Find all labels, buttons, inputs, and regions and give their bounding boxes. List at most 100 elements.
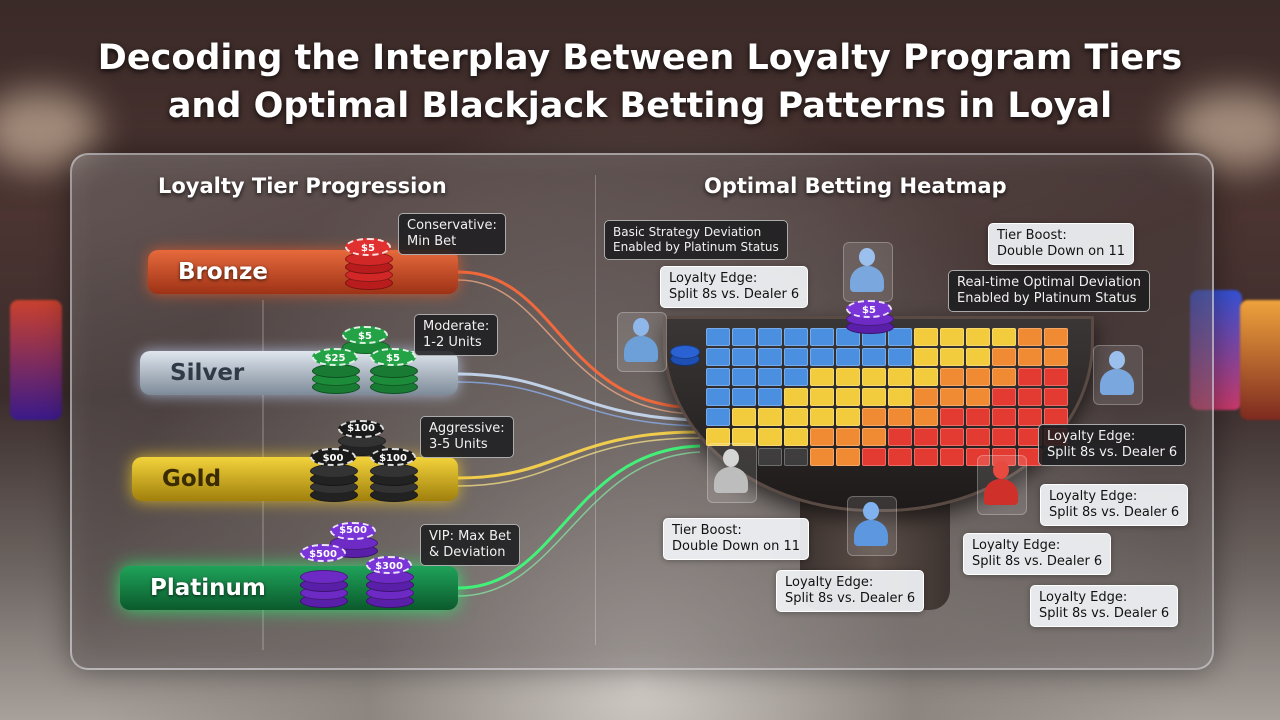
- flow-line-gold: [457, 430, 701, 480]
- chip-label-gold-0: $100: [347, 423, 375, 434]
- callout-gold: Aggressive: 3-5 Units: [420, 416, 514, 458]
- heatmap-cell: [940, 408, 964, 426]
- heatmap-cell: [1018, 388, 1042, 406]
- heatmap-cell: [992, 368, 1016, 386]
- heatmap-cell: [888, 448, 912, 466]
- heatmap-cell: [706, 348, 730, 366]
- callout-bronze: Conservative: Min Bet: [398, 213, 506, 255]
- heatmap-cell: [784, 408, 808, 426]
- heatmap-cell: [1018, 408, 1042, 426]
- chip-label-silver-1: $5: [342, 326, 388, 344]
- flow-line-platinum: [457, 444, 701, 590]
- heatmap-cell: [940, 368, 964, 386]
- heatmap-cell: [914, 428, 938, 446]
- heatmap-cell: [940, 348, 964, 366]
- left-section-title: Loyalty Tier Progression: [158, 174, 447, 198]
- chip-label-table-purple: $5: [846, 300, 892, 318]
- heatmap-cell: [914, 408, 938, 426]
- player-icon-bottom: [854, 502, 888, 546]
- heatmap-cell: [966, 428, 990, 446]
- heatmap-cell: [940, 328, 964, 346]
- heatmap-cell: [732, 328, 756, 346]
- callout-loyalty-edge-bottom-right: Loyalty Edge: Split 8s vs. Dealer 6: [1030, 585, 1179, 627]
- heatmap-cell: [1018, 428, 1042, 446]
- title-line-1: Decoding the Interplay Between Loyalty P…: [97, 38, 1183, 78]
- heatmap-cell: [888, 348, 912, 366]
- heatmap-cell: [706, 428, 730, 446]
- heatmap-cell: [810, 328, 834, 346]
- chip-label-gold-1: $00: [310, 448, 356, 466]
- heatmap-cell: [836, 428, 860, 446]
- heatmap-cell: [966, 368, 990, 386]
- heatmap-cell: [758, 368, 782, 386]
- callout-loyalty-edge-right: Loyalty Edge: Split 8s vs. Dealer 6: [1038, 424, 1187, 466]
- chip-label-bronze: $5: [345, 238, 391, 256]
- callout-silver: Moderate: 1-2 Units: [414, 314, 499, 356]
- callout-loyalty-edge-mid: Loyalty Edge: Split 8s vs. Dealer 6: [963, 533, 1112, 575]
- heatmap-cell: [784, 368, 808, 386]
- heatmap-cell: [784, 428, 808, 446]
- heatmap-cell: [992, 428, 1016, 446]
- heatmap-cell: [732, 408, 756, 426]
- callout-loyalty-edge-top: Loyalty Edge: Split 8s vs. Dealer 6: [660, 266, 809, 308]
- chip-label-gold-2: $100: [370, 448, 416, 466]
- heatmap-cell: [732, 348, 756, 366]
- heatmap-cell: [836, 328, 860, 346]
- flow-line-gold-2: [457, 437, 701, 487]
- flow-line-silver: [457, 372, 701, 422]
- page-title: Decoding the Interplay Between Loyalty P…: [0, 34, 1280, 130]
- heatmap-cell: [836, 408, 860, 426]
- heatmap-cell: [706, 408, 730, 426]
- player-icon-grey: [714, 449, 748, 493]
- heatmap-cell: [888, 388, 912, 406]
- heatmap-cell: [940, 428, 964, 446]
- heatmap-cell: [784, 448, 808, 466]
- heatmap-cell: [966, 328, 990, 346]
- heatmap-cell: [732, 368, 756, 386]
- heatmap-cell: [888, 408, 912, 426]
- heatmap-cell: [862, 448, 886, 466]
- heatmap-cell: [758, 348, 782, 366]
- heatmap-cell: [992, 348, 1016, 366]
- heatmap-cell: [758, 328, 782, 346]
- heatmap-cell: [1018, 368, 1042, 386]
- heatmap-cell: [914, 448, 938, 466]
- tier-bronze: Bronze: [148, 250, 458, 294]
- heatmap-cell: [862, 388, 886, 406]
- heatmap-cell: [784, 328, 808, 346]
- heatmap-cell: [784, 388, 808, 406]
- player-icon-red: [984, 461, 1018, 505]
- heatmap-cell: [1044, 408, 1068, 426]
- heatmap-cell: [914, 388, 938, 406]
- heatmap-cell: [940, 448, 964, 466]
- flow-line-silver-2: [457, 381, 701, 427]
- heatmap-cell: [914, 368, 938, 386]
- heatmap-cell: [992, 408, 1016, 426]
- heatmap-cell: [1018, 328, 1042, 346]
- heatmap-cell: [810, 428, 834, 446]
- heatmap-cell: [888, 428, 912, 446]
- heatmap-cell: [706, 328, 730, 346]
- heatmap-cell: [706, 368, 730, 386]
- heatmap-cell: [732, 388, 756, 406]
- chip-label-platinum-2: $500: [339, 525, 367, 536]
- heatmap-cell: [914, 348, 938, 366]
- heatmap-cell: [888, 368, 912, 386]
- heatmap-cell: [1044, 328, 1068, 346]
- slot-machine-left: [10, 300, 62, 420]
- player-icon-top: [850, 248, 884, 292]
- heatmap-cell: [836, 448, 860, 466]
- heatmap-cell: [1044, 388, 1068, 406]
- heatmap-cell: [1044, 348, 1068, 366]
- callout-loyalty-edge-bottom: Loyalty Edge: Split 8s vs. Dealer 6: [776, 570, 925, 612]
- heatmap-cell: [732, 428, 756, 446]
- heatmap-cell: [810, 388, 834, 406]
- right-section-title: Optimal Betting Heatmap: [704, 174, 1007, 198]
- chip-label-silver-3: $5: [370, 348, 416, 366]
- heatmap-cell: [862, 348, 886, 366]
- heatmap-cell: [966, 348, 990, 366]
- chip-label-platinum-3: $300: [366, 556, 412, 574]
- heatmap-cell: [862, 368, 886, 386]
- heatmap-cell: [758, 408, 782, 426]
